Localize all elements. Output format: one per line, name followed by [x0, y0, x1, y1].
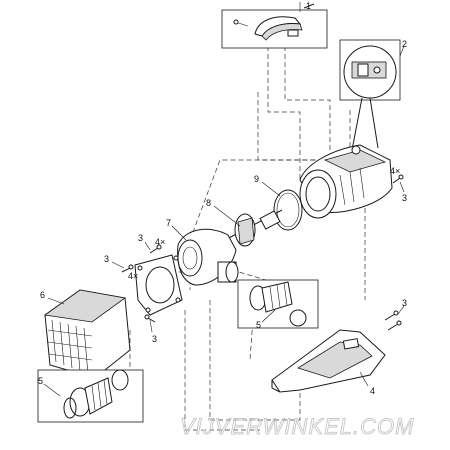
part-gasket-plate	[134, 254, 183, 316]
screw-plate-left	[121, 264, 134, 273]
part-switch-detail	[339, 39, 401, 151]
quantity-mark-motor: 4×	[390, 166, 400, 176]
part-filter-basket	[43, 289, 131, 379]
callout-2: 2	[402, 39, 407, 49]
callout-6: 6	[40, 290, 45, 300]
callout-labels: 1 2 3 3 3 3 3 4 5 5 6 7 8 9 4× 4× 4×	[38, 1, 407, 396]
callout-7: 7	[166, 218, 171, 228]
quantity-mark-chamber: 4×	[155, 237, 165, 247]
callout-3-plate-left: 3	[104, 254, 109, 264]
part-handle	[221, 3, 328, 49]
part-o-ring	[273, 189, 303, 231]
part-pump-chamber	[177, 228, 239, 286]
part-base-foot	[271, 329, 386, 393]
callout-3-motor: 3	[402, 193, 407, 203]
callout-3-plate-bottom: 3	[152, 334, 157, 344]
callout-5-left: 5	[38, 376, 43, 386]
callout-3-chamber: 3	[138, 233, 143, 243]
callout-9: 9	[254, 174, 259, 184]
part-hose-fitting-middle	[237, 279, 319, 329]
screw-chamber-top	[149, 244, 162, 254]
screw-plate-bottom	[144, 314, 156, 323]
part-impeller	[224, 209, 283, 247]
callout-1: 1	[306, 1, 311, 11]
alignment-lines	[129, 38, 366, 431]
screw-top-right	[392, 174, 404, 184]
screws	[121, 174, 404, 331]
callout-3-base: 3	[402, 298, 407, 308]
part-motor-housing	[299, 144, 393, 219]
callout-8: 8	[206, 198, 211, 208]
screw-base-right	[384, 310, 402, 331]
callout-5-middle: 5	[256, 320, 261, 330]
quantity-mark-plate: 4×	[128, 271, 138, 281]
callout-4: 4	[370, 386, 375, 396]
watermark: VIJVERWINKEL.COM	[180, 414, 414, 439]
leader-lines	[43, 2, 405, 397]
part-hose-fitting-left	[37, 369, 144, 423]
